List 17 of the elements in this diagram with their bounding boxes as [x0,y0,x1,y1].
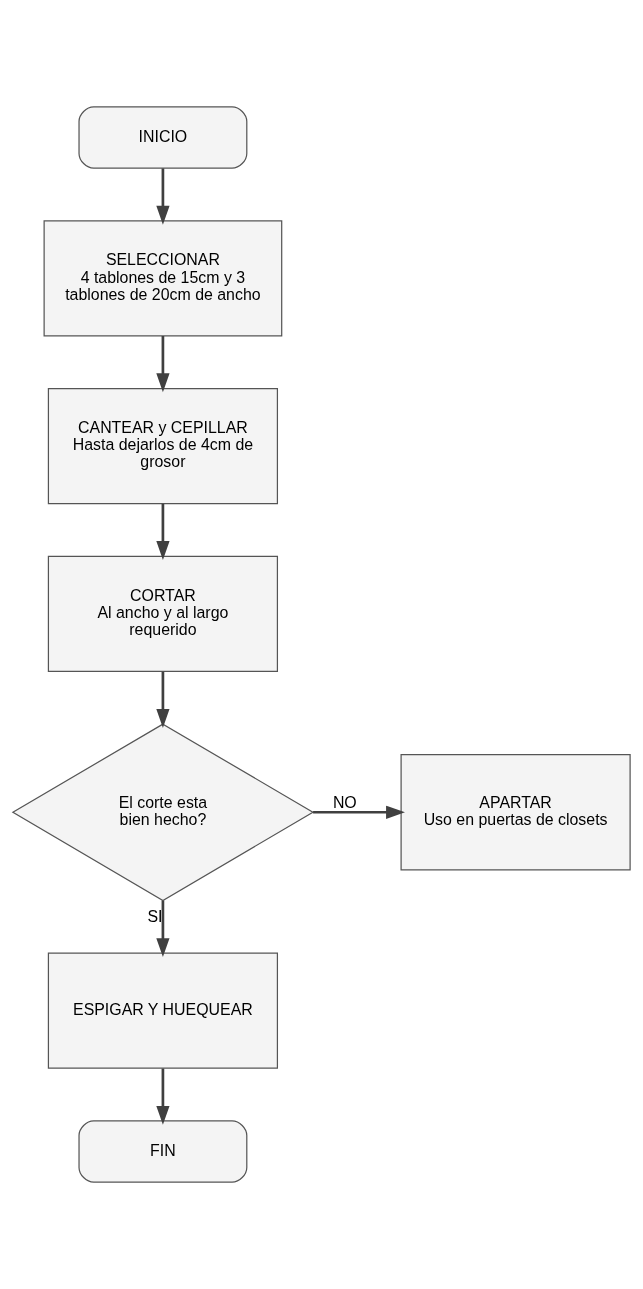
arrow [156,503,170,560]
node-box: INICIO [78,106,248,169]
arrow [156,336,170,393]
arrow [156,1068,170,1125]
node-box: CANTEAR y CEPILLAR Hasta dejarlos de 4cm de grosor [47,387,279,505]
arrow [156,671,170,728]
arrow [156,168,170,225]
node-box: ESPIGAR Y HUEQUEAR [47,952,279,1069]
arrow [313,805,405,819]
node-box: SELECCIONAR 4 tablones de 15cm y 3 tablones de 20cm de ancho [43,220,283,337]
node-box: FIN [78,1120,248,1183]
node-box: APARTAR Uso en puertas de closets [400,754,631,871]
arrow [156,900,170,958]
node-box: CORTAR Al ancho y al largo requerido [47,555,279,673]
edge-label: SI [147,908,163,926]
node-diamond: El corte esta bien hecho? [11,723,315,902]
edge-label: NO [332,793,357,811]
